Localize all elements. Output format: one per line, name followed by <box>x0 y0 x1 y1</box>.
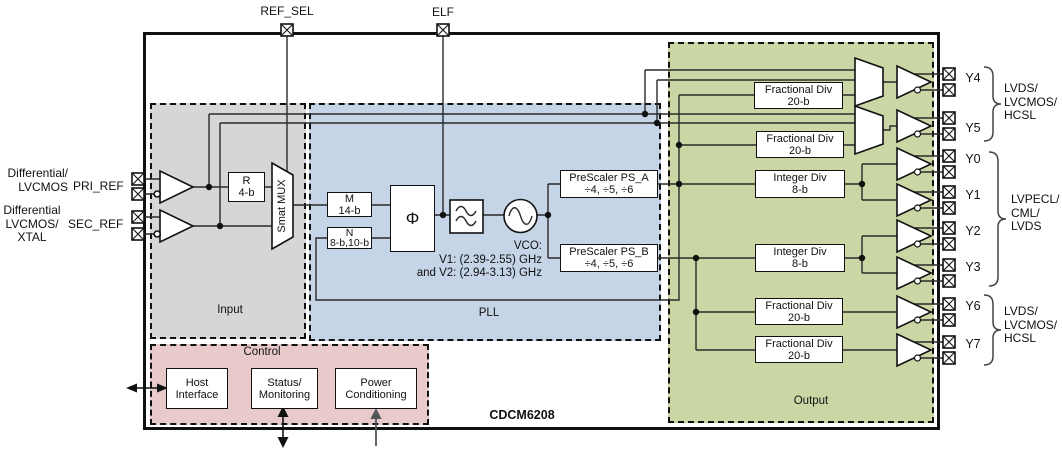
y6-p-pin <box>942 297 956 311</box>
int-div-y2y3-block: Integer Div 8-b <box>755 244 845 272</box>
device-name: CDCM6208 <box>489 408 555 422</box>
y0-n-pin <box>942 165 956 179</box>
status-monitoring-block: Status/ Monitoring <box>251 368 318 409</box>
r-divider-block: R 4-b <box>228 172 265 202</box>
y4-label: Y4 <box>965 71 981 85</box>
y5-label: Y5 <box>965 121 981 135</box>
vco-oscillator <box>503 198 538 234</box>
sec-ref-n-pin <box>131 227 145 241</box>
y4-output-buffer <box>896 64 943 100</box>
junction-dots <box>205 110 866 316</box>
loop-filter-block <box>449 199 484 234</box>
feedback-wire <box>315 94 756 301</box>
y6-y7-standard-label: LVDS/ LVCMOS/ HCSL <box>1004 304 1058 345</box>
sec-ref-input-buffer <box>153 208 195 244</box>
section-output-caption: Output <box>793 395 829 407</box>
prescaler-a-block: PreScaler PS_A ÷4, ÷5, ÷6 <box>560 170 658 198</box>
vco-range-note: VCO: V1: (2.39-2.55) GHz and V2: (2.94-3… <box>416 240 542 279</box>
y0-label: Y0 <box>965 152 981 166</box>
power-conditioning-block: Power Conditioning <box>335 368 417 409</box>
sec-ref-p-pin <box>131 210 145 224</box>
y5-output-buffer <box>896 108 943 144</box>
y0-output-buffer <box>896 146 943 182</box>
y5-n-pin <box>942 127 956 141</box>
pri-ref-input-buffer <box>153 169 195 205</box>
y1-label: Y1 <box>965 188 981 202</box>
frac-div-y6-block: Fractional Div 20-b <box>755 298 843 325</box>
section-pll <box>309 103 661 341</box>
y2-p-pin <box>942 221 956 235</box>
y0-y3-standard-label: LVPECL/ CML/ LVDS <box>1011 192 1060 233</box>
y7-n-pin <box>942 351 956 365</box>
y4-y5-standard-label: LVDS/ LVCMOS/ HCSL <box>1004 81 1058 122</box>
y6-label: Y6 <box>965 299 981 313</box>
y4-n-pin <box>942 83 956 97</box>
ref-sel-pin <box>280 23 294 37</box>
m-divider-block: M 14-b <box>327 192 372 217</box>
sec-ref-label: SEC_REF <box>68 217 124 231</box>
status-monitoring-arrow <box>277 406 289 448</box>
host-interface-block: Host Interface <box>166 368 228 409</box>
n-divider-block: N 8-b,10-b <box>327 227 372 249</box>
pri-ref-label: PRI_REF <box>73 179 124 193</box>
reference-bypass-wires <box>209 69 855 124</box>
frac-div-y5-block: Fractional Div 20-b <box>756 131 844 158</box>
y7-label: Y7 <box>965 337 981 351</box>
y7-output-buffer <box>896 332 943 368</box>
int-div-y0y1-block: Integer Div 8-b <box>755 170 845 198</box>
host-interface-arrow <box>126 383 168 393</box>
input-wires <box>144 36 327 235</box>
y1-n-pin <box>942 201 956 215</box>
generated-buffers-and-pins <box>131 23 956 368</box>
y3-n-pin <box>942 274 956 288</box>
ref-sel-label: REF_SEL <box>260 4 314 18</box>
y1-p-pin <box>942 185 956 199</box>
y3-output-buffer <box>896 255 943 291</box>
prescaler-b-block: PreScaler PS_B ÷4, ÷5, ÷6 <box>560 244 658 272</box>
frac-div-y4-block: Fractional Div 20-b <box>754 82 843 109</box>
pri-ref-p-pin <box>131 172 145 186</box>
pri-ref-type-label: Differential/ LVCMOS <box>7 166 68 194</box>
section-control-caption: Control <box>243 346 281 358</box>
frac-div-y7-block: Fractional Div 20-b <box>755 336 843 363</box>
y3-label: Y3 <box>965 260 981 274</box>
elf-label: ELF <box>431 5 454 19</box>
sec-ref-type-label: Differential LVCMOS/ XTAL <box>3 203 61 244</box>
y2-label: Y2 <box>965 224 981 238</box>
pri-ref-n-pin <box>131 187 145 201</box>
y4-p-pin <box>942 67 956 81</box>
power-conditioning-arrow <box>370 408 382 446</box>
y6-n-pin <box>942 313 956 327</box>
section-pll-caption: PLL <box>478 307 500 319</box>
y5-p-pin <box>942 111 956 125</box>
y3-p-pin <box>942 258 956 272</box>
y4-output-mux <box>854 56 884 108</box>
output-wires <box>843 81 897 351</box>
y7-p-pin <box>942 335 956 349</box>
phase-detector-block: Φ <box>390 185 435 252</box>
smart-mux-label: Smat MUX <box>276 179 288 233</box>
smart-mux-shape <box>271 161 294 251</box>
y2-output-buffer <box>896 218 943 254</box>
y6-output-buffer <box>896 294 943 330</box>
y1-output-buffer <box>896 182 943 218</box>
elf-pin <box>436 23 450 37</box>
output-group-braces <box>983 66 1007 366</box>
y5-output-mux <box>854 104 884 156</box>
y2-n-pin <box>942 237 956 251</box>
prescaler-b-distribution-wire <box>695 258 755 351</box>
y0-p-pin <box>942 149 956 163</box>
section-input-caption: Input <box>217 304 243 316</box>
